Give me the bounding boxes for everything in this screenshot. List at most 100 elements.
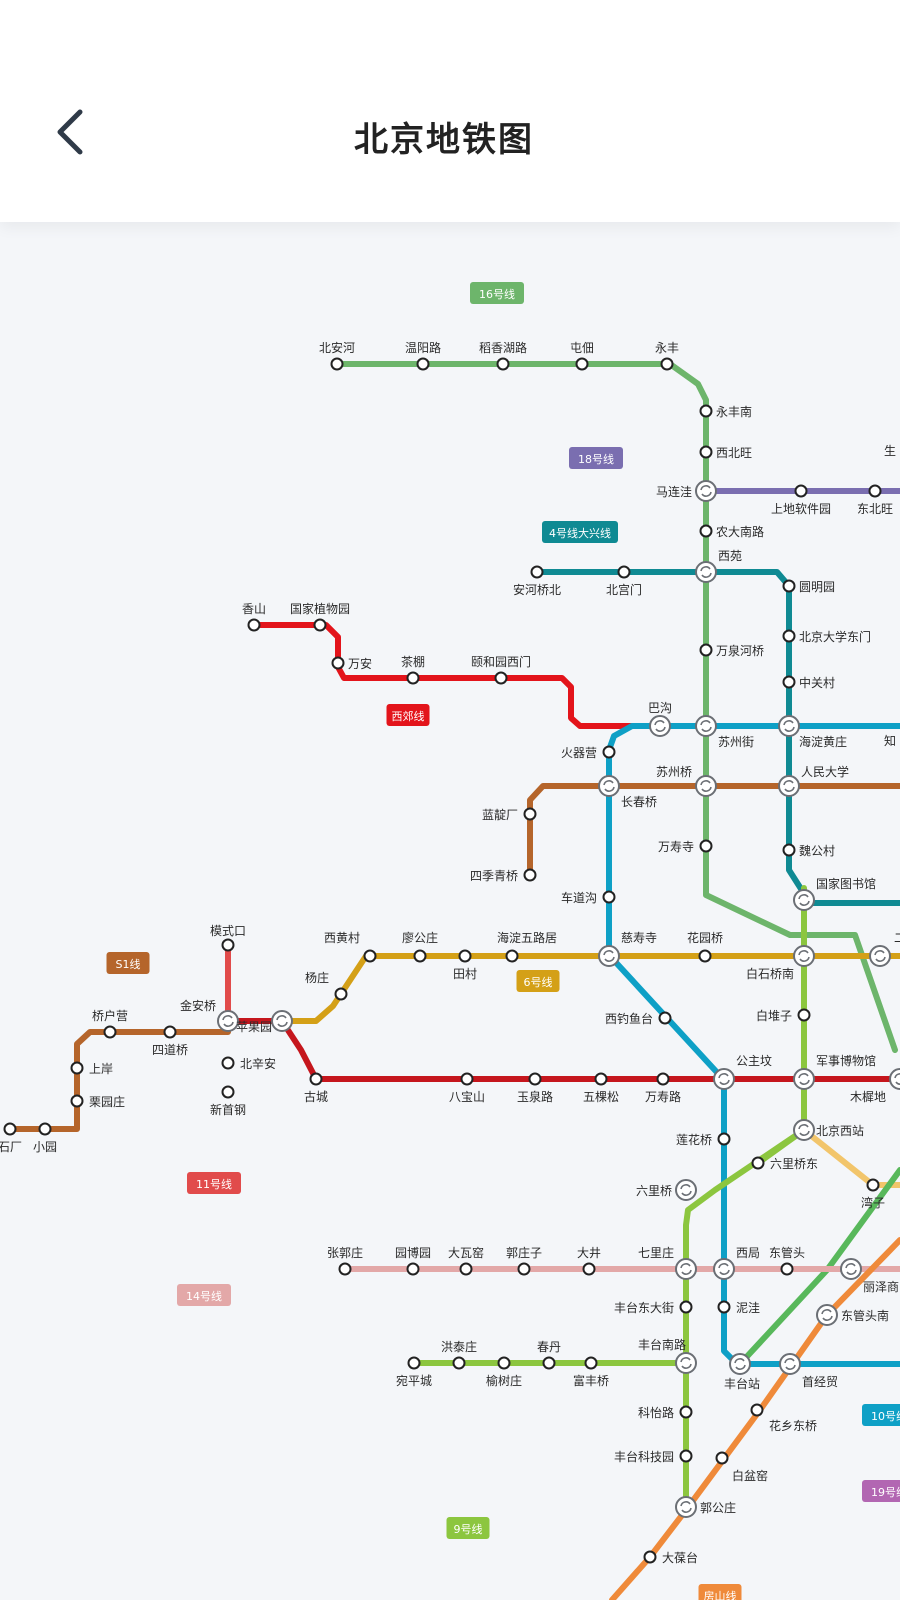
station-yuanboyuan[interactable]: 园博园 xyxy=(395,1245,431,1276)
station-wukesong[interactable]: 五棵松 xyxy=(583,1072,619,1105)
line-badge-fangshan[interactable]: 房山线 xyxy=(698,1584,742,1600)
station-zhongguancun[interactable]: 中关村 xyxy=(782,675,836,690)
station-pingguoyuan[interactable]: 苹果园 xyxy=(236,1010,293,1034)
station-liaogongzhuang[interactable]: 廖公庄 xyxy=(402,930,438,963)
station-yuanmingyuan[interactable]: 圆明园 xyxy=(782,579,836,594)
station-fengtainanlu[interactable]: 丰台南路 xyxy=(638,1337,697,1374)
station-anheqiaobei[interactable]: 安河桥北 xyxy=(513,565,561,598)
station-muxidi[interactable]: 木樨地 xyxy=(850,1068,900,1104)
station-guozhuangzi[interactable]: 郭庄子 xyxy=(506,1245,542,1276)
station-xidiaoyutai[interactable]: 西钓鱼台 xyxy=(605,1011,672,1026)
station-zhangguozhuang[interactable]: 张郭庄 xyxy=(327,1245,363,1276)
station-wanpingcheng[interactable]: 宛平城 xyxy=(396,1356,432,1389)
station-yangzhuang[interactable]: 杨庄 xyxy=(305,970,348,1001)
station-fengtaizhan[interactable]: 丰台站 xyxy=(724,1353,760,1391)
station-sidaoqiao[interactable]: 四道桥 xyxy=(152,1025,188,1058)
station-changchunqiao[interactable]: 长春桥 xyxy=(598,775,657,809)
station-gucheng[interactable]: 古城 xyxy=(304,1072,328,1105)
station-shangan[interactable]: 上岸 xyxy=(70,1061,114,1076)
station-haidianhuangzhuang[interactable]: 海淀黄庄 xyxy=(778,715,847,749)
station-chedaogou[interactable]: 车道沟 xyxy=(561,890,616,905)
station-bagou[interactable]: 巴沟 xyxy=(648,701,672,737)
line-badge-line14[interactable]: 14号线 xyxy=(177,1284,231,1306)
station-xiju[interactable]: 西局 xyxy=(713,1246,760,1280)
station-huoqiying[interactable]: 火器营 xyxy=(561,745,616,760)
station-fengtaidongdajie[interactable]: 丰台东大街 xyxy=(614,1300,693,1315)
line-badge-line16[interactable]: 16号线 xyxy=(470,282,524,304)
station-dongguantounan[interactable]: 东管头南 xyxy=(816,1304,889,1326)
line-badge-line19[interactable]: 19号线 xyxy=(862,1480,900,1502)
station-renmindaxue[interactable]: 人民大学 xyxy=(778,764,849,797)
station-xibeiwang[interactable]: 西北旺 xyxy=(699,445,753,460)
station-suzhouqiao[interactable]: 苏州桥 xyxy=(656,765,717,797)
station-baiduizi[interactable]: 白堆子 xyxy=(756,1008,811,1023)
station-keyilu[interactable]: 科怡路 xyxy=(638,1405,693,1420)
station-chundan[interactable]: 春丹 xyxy=(537,1340,561,1370)
station-liuliqiao[interactable]: 六里桥 xyxy=(636,1179,697,1201)
station-weigongcun[interactable]: 魏公村 xyxy=(782,843,836,858)
station-wanshoulu[interactable]: 万寿路 xyxy=(645,1072,681,1105)
station-xinshougang[interactable]: 新首钢 xyxy=(210,1085,246,1118)
station-qilizhuang[interactable]: 七里庄 xyxy=(638,1245,697,1280)
station-yiheyuanximen[interactable]: 颐和园西门 xyxy=(471,654,531,685)
station-sijiqingqiao[interactable]: 四季青桥 xyxy=(470,868,537,883)
station-guojiazhiwuyuan[interactable]: 国家植物园 xyxy=(290,601,350,632)
station-tiancun[interactable]: 田村 xyxy=(453,949,477,982)
station-guogongzhuang[interactable]: 郭公庄 xyxy=(675,1496,736,1518)
station-gongzhufen[interactable]: 公主坟 xyxy=(713,1054,772,1090)
station-xiangshan[interactable]: 香山 xyxy=(242,602,266,632)
station-dajing[interactable]: 大井 xyxy=(577,1246,601,1276)
station-babaoshan[interactable]: 八宝山 xyxy=(449,1072,485,1105)
station-beigongmen[interactable]: 北宫门 xyxy=(606,565,642,598)
station-lizeshangwuqu[interactable]: 丽泽商 xyxy=(840,1258,899,1294)
station-tuntian[interactable]: 屯佃 xyxy=(570,341,594,371)
station-zhi[interactable]: 知 xyxy=(884,734,896,748)
line-badge-line18[interactable]: 18号线 xyxy=(569,447,623,469)
station-er[interactable]: 二 xyxy=(869,931,900,967)
station-dongbeiwang[interactable]: 东北旺 xyxy=(857,484,893,517)
station-nongdananlu[interactable]: 农大南路 xyxy=(699,524,765,539)
station-lianhuaqiao[interactable]: 莲花桥 xyxy=(676,1132,731,1147)
line-badge-line9[interactable]: 9号线 xyxy=(446,1517,490,1539)
station-yushuzhuang[interactable]: 榆树庄 xyxy=(486,1356,522,1389)
station-yongfengnan[interactable]: 永丰南 xyxy=(699,404,753,419)
station-beixinan[interactable]: 北辛安 xyxy=(221,1056,277,1071)
station-shichang[interactable]: 石厂 xyxy=(0,1122,22,1155)
line-badge-line6[interactable]: 6号线 xyxy=(516,970,560,992)
station-junshibowuguan[interactable]: 军事博物馆 xyxy=(793,1053,876,1090)
station-dawayao[interactable]: 大瓦窑 xyxy=(448,1245,484,1276)
station-baishiqiaonan[interactable]: 白石桥南 xyxy=(746,945,815,981)
station-sheng[interactable]: 生 xyxy=(884,444,896,458)
station-shoujingmao[interactable]: 首经贸 xyxy=(779,1353,838,1389)
station-shangdiruanjianyuan[interactable]: 上地软件园 xyxy=(771,484,831,517)
station-liuliqiaodong[interactable]: 六里桥东 xyxy=(751,1156,819,1171)
station-haidianwulujv[interactable]: 海淀五路居 xyxy=(497,930,557,963)
station-huayuanqiao[interactable]: 花园桥 xyxy=(687,930,723,963)
station-liyuanzhuang[interactable]: 栗园庄 xyxy=(70,1094,126,1109)
station-huaxiangdongqiao[interactable]: 花乡东桥 xyxy=(750,1403,818,1434)
line-badge-line11[interactable]: 11号线 xyxy=(187,1172,241,1194)
station-fufengqiao[interactable]: 富丰桥 xyxy=(573,1356,609,1389)
station-qiaohuying[interactable]: 桥户营 xyxy=(92,1008,128,1039)
station-dabaotai[interactable]: 大葆台 xyxy=(643,1550,699,1565)
station-moshikou[interactable]: 模式口 xyxy=(210,924,246,952)
station-yuquanlu[interactable]: 玉泉路 xyxy=(517,1072,553,1105)
station-suzhoujie[interactable]: 苏州街 xyxy=(695,715,754,749)
station-landianchang[interactable]: 蓝靛厂 xyxy=(482,807,537,822)
station-wanshousi[interactable]: 万寿寺 xyxy=(658,839,713,854)
station-guojiatushuguan[interactable]: 国家图书馆 xyxy=(793,876,876,911)
station-chapeng[interactable]: 茶棚 xyxy=(401,654,425,685)
station-cishousi[interactable]: 慈寿寺 xyxy=(598,930,657,967)
station-hongtaizhuang[interactable]: 洪泰庄 xyxy=(441,1339,477,1370)
station-beijingxizhan[interactable]: 北京西站 xyxy=(793,1119,864,1141)
station-xihuangcun[interactable]: 西黄村 xyxy=(324,931,377,963)
station-malianwa[interactable]: 马连洼 xyxy=(656,480,717,502)
station-wanquanheqiao[interactable]: 万泉河桥 xyxy=(699,643,765,658)
station-wenyanglu[interactable]: 温阳路 xyxy=(405,340,441,371)
station-xiyuan[interactable]: 西苑 xyxy=(695,549,742,583)
station-baipengu[interactable]: 白盆窑 xyxy=(715,1451,769,1484)
station-wanzi[interactable]: 湾子 xyxy=(861,1178,885,1211)
station-nilu[interactable]: 泥洼 xyxy=(717,1300,761,1315)
